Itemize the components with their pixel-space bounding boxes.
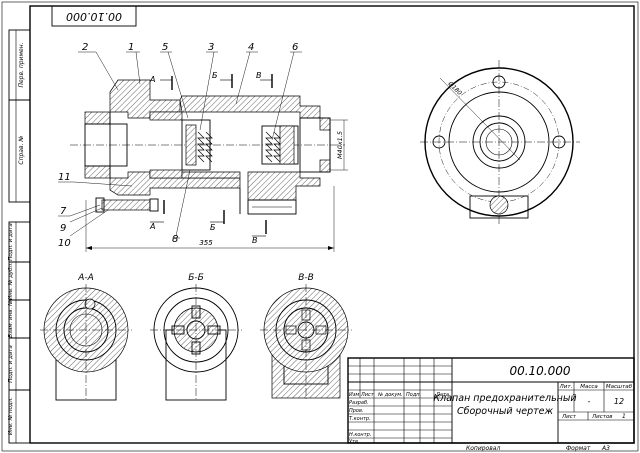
tb-prov: Пров.: [349, 408, 364, 414]
callout-9: 9: [60, 223, 66, 234]
tb-sheets-value: 1: [622, 413, 626, 420]
section-b-label: Б-Б: [188, 273, 204, 283]
tb-izm: Изм: [349, 392, 359, 398]
footer: Копировал Формат А3: [466, 445, 610, 452]
side-label-sprav: Справ. №: [18, 135, 25, 164]
cut-b-bottom: Б: [210, 223, 216, 232]
cut-v-top: В: [256, 71, 262, 80]
footer-copied: Копировал: [466, 445, 500, 452]
cut-a-top: А: [149, 75, 155, 84]
tb-scale-dash: -: [588, 397, 591, 406]
tb-nkontr: Н.контр.: [349, 432, 371, 438]
section-a-label: А-А: [77, 273, 94, 283]
tb-tkontr: Т.контр.: [349, 416, 371, 422]
side-view: Ø180: [420, 60, 580, 225]
section-v: В-В: [260, 273, 352, 400]
tb-name-line2: Сборочный чертеж: [457, 406, 554, 417]
callout-5: 5: [162, 42, 168, 53]
cut-v-bottom: В: [252, 236, 258, 245]
top-stamp: 00.10.000: [51, 5, 137, 27]
tb-scale-value: 12: [614, 397, 624, 406]
cut-marks: А А Б Б В В: [149, 71, 273, 245]
callout-4: 4: [248, 42, 254, 53]
top-stamp-text: 00.10.000: [66, 10, 122, 23]
callout-1: 1: [128, 42, 134, 53]
callout-7: 7: [60, 206, 67, 217]
section-v-label: В-В: [298, 273, 314, 283]
tb-razrab: Разраб.: [349, 400, 369, 406]
tb-podp: Подп.: [406, 392, 421, 398]
side-label-perv: Перв. примен.: [18, 42, 25, 87]
footer-format: Формат: [566, 445, 591, 452]
callouts: 2 1 5 3 4 6 11 7 9 10 8: [58, 42, 302, 249]
dim-length: 355: [199, 239, 213, 247]
callout-10: 10: [58, 238, 71, 249]
side-label-inv-dubl: Инв. № дубл.: [8, 262, 14, 300]
cut-a-bottom: А: [149, 222, 155, 231]
tb-sheets-label: Листов: [591, 414, 613, 420]
callout-6: 6: [292, 42, 298, 53]
title-block: Изм Лист № докум. Подп. Дата Разраб. Про…: [347, 357, 635, 445]
footer-format-value: А3: [601, 445, 610, 452]
dimensions: 355 M40x1.5: [85, 119, 348, 252]
callout-8: 8: [172, 234, 178, 245]
dim-thread: M40x1.5: [336, 131, 344, 159]
main-section-view: [70, 79, 345, 215]
tb-col-mass: Масса: [580, 384, 598, 390]
section-b: Б-Б: [150, 273, 242, 401]
tb-name-line1: Клапан предохранительный: [433, 393, 576, 404]
callout-11: 11: [58, 172, 71, 183]
section-a: А-А: [40, 273, 132, 401]
side-label-vzam: Взам. инв. №: [8, 300, 14, 338]
tb-designation: 00.10.000: [509, 364, 570, 378]
side-label-podp1: Подп. и дата: [8, 223, 14, 261]
cut-b-top: Б: [212, 71, 218, 80]
tb-col-scale: Масштаб: [606, 384, 633, 390]
side-label-podp2: Подп. и дата: [8, 345, 14, 383]
tb-list: Лист: [360, 392, 375, 398]
callout-3: 3: [208, 42, 214, 53]
callout-2: 2: [82, 42, 88, 53]
tb-doc: № докум.: [377, 392, 403, 398]
tb-utv: Утв.: [349, 439, 360, 445]
side-columns: Перв. примен. Справ. № Подп. и дата Инв.…: [8, 29, 31, 444]
side-label-inv-podl: Инв. № подл.: [8, 397, 14, 435]
tb-date: Дата: [435, 392, 449, 398]
tb-col-lit: Лит.: [559, 384, 573, 390]
tb-sheet-label: Лист: [561, 414, 577, 420]
